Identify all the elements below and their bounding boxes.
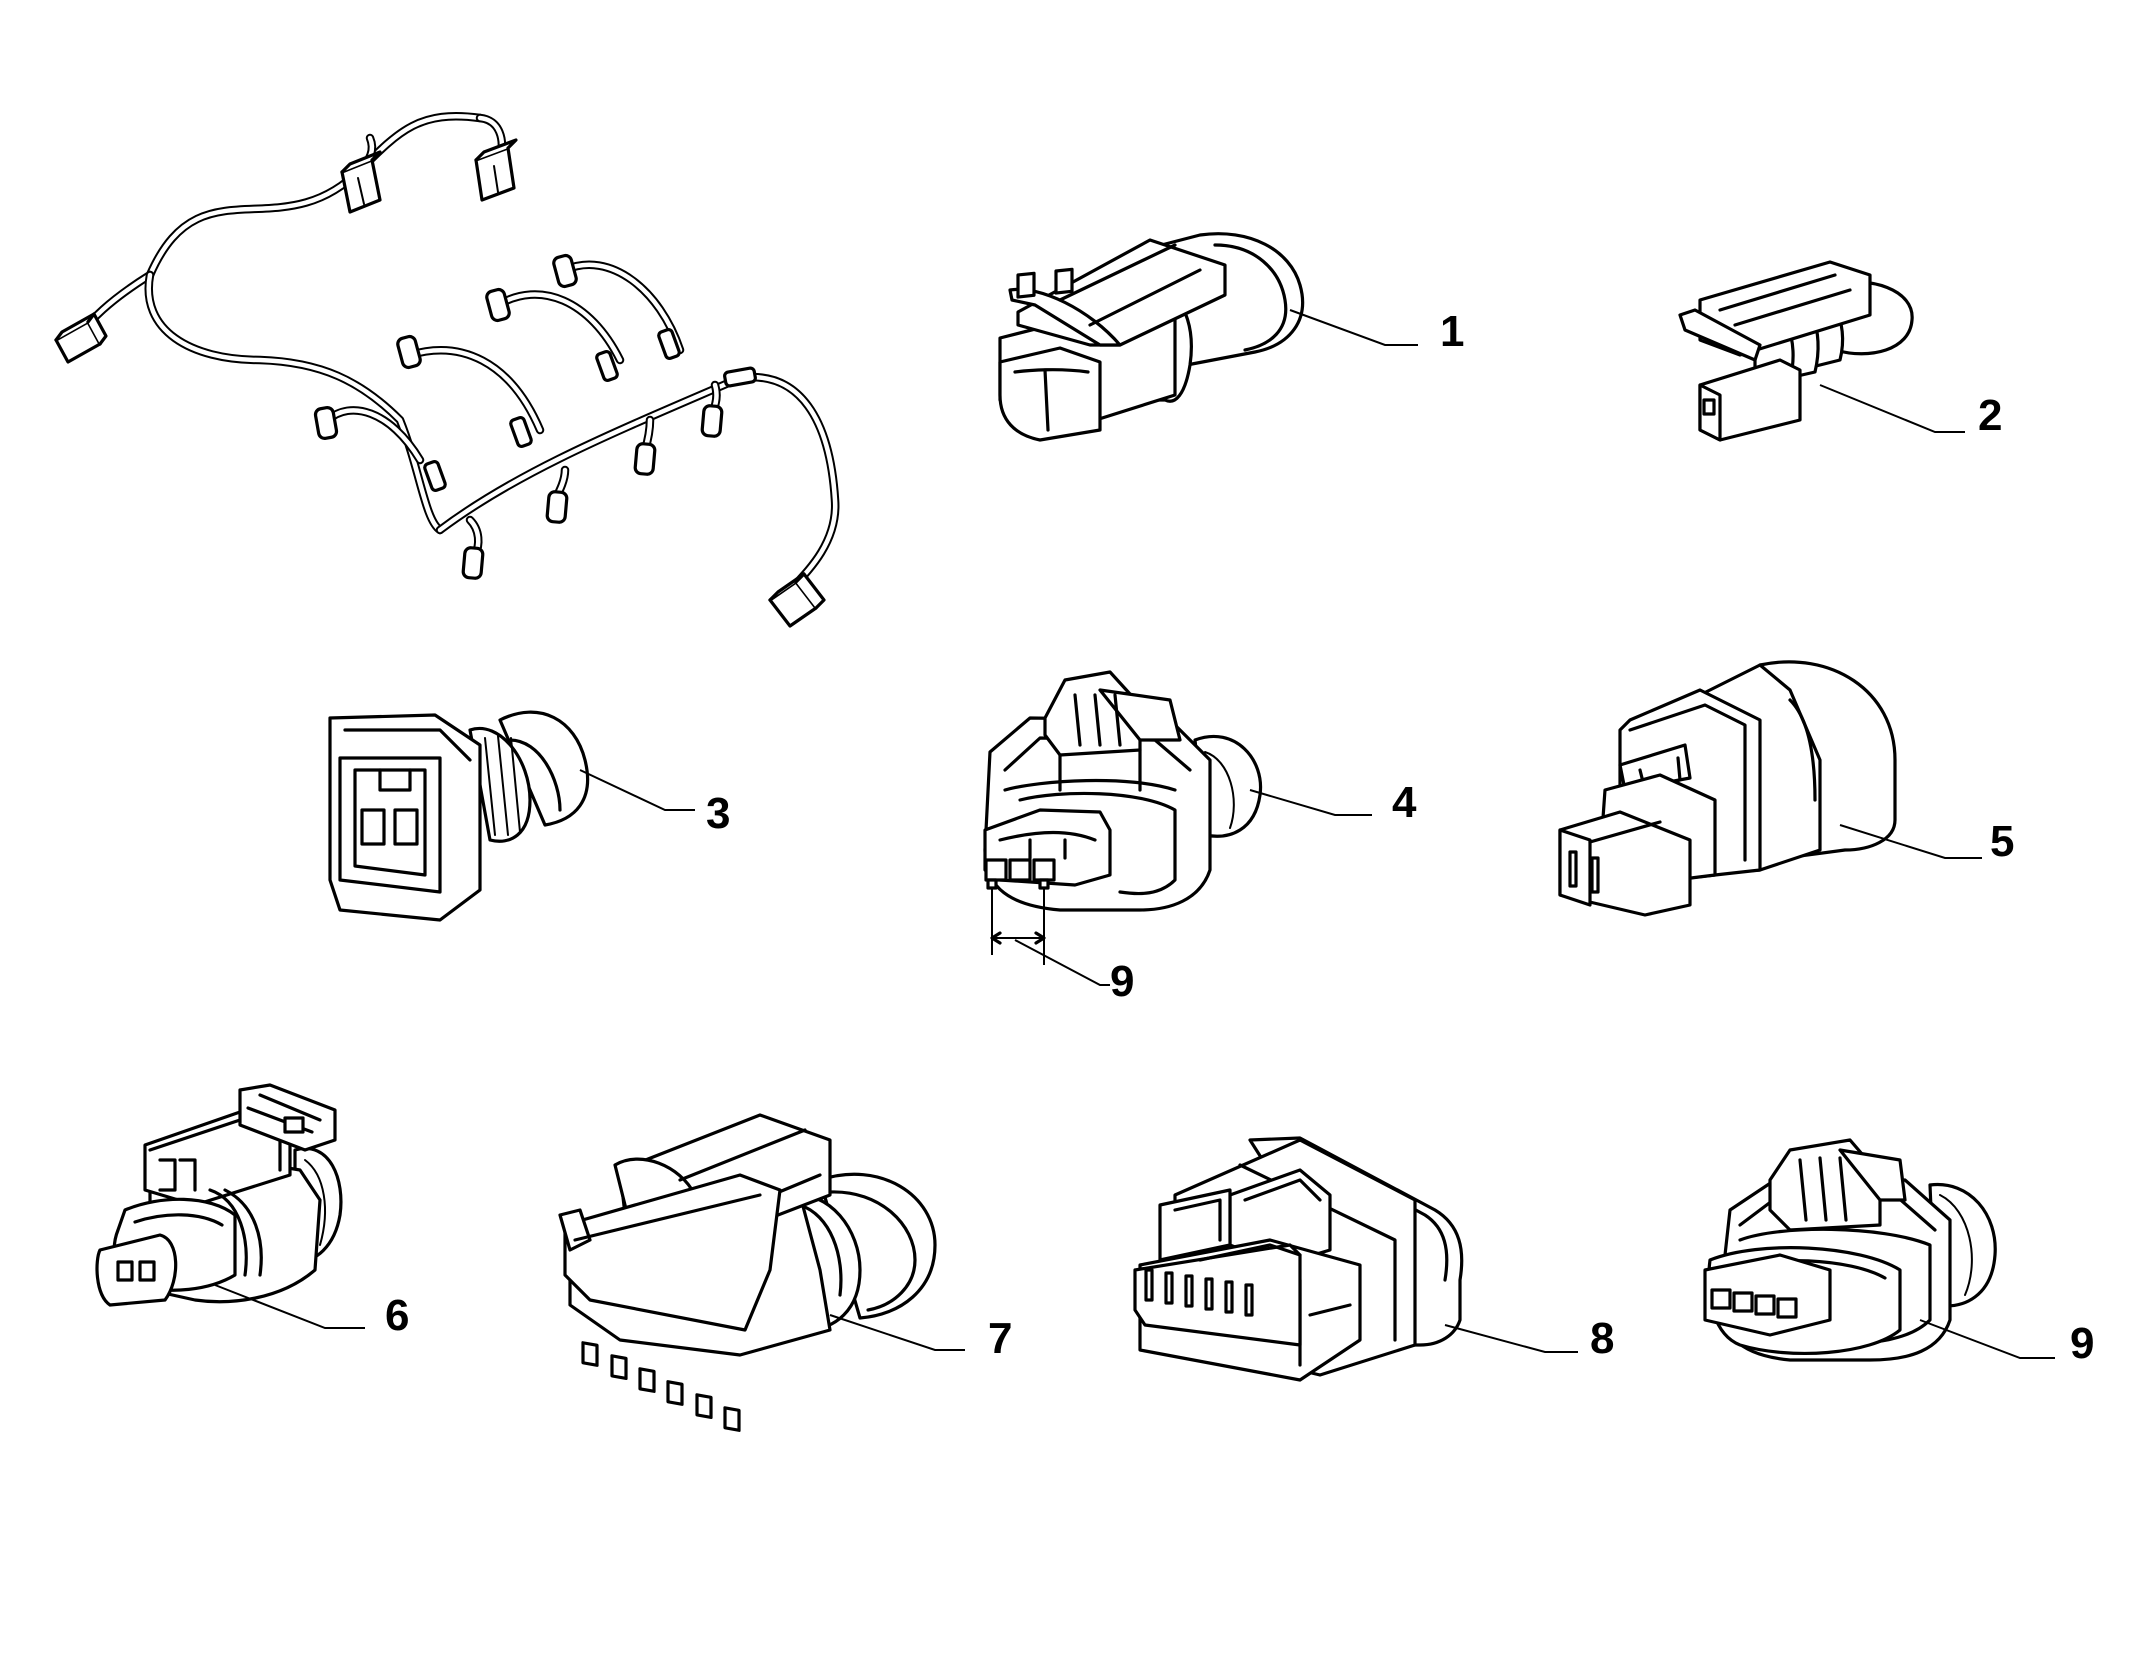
connector-8 [1133, 1136, 1464, 1382]
callout-3: 3 [706, 789, 730, 838]
connector-9 [1703, 1138, 1997, 1362]
leader-1 [1289, 309, 1418, 346]
callout-6: 6 [385, 1291, 409, 1340]
callout-8: 8 [1590, 1314, 1614, 1363]
connector-6 [95, 1083, 343, 1307]
harness-wires [70, 112, 840, 595]
dimension-arrow [990, 888, 1110, 986]
callout-9-dimension: 9 [1110, 957, 1134, 1006]
callout-1: 1 [1440, 307, 1464, 356]
connector-2 [1678, 260, 1914, 442]
connector-4 [983, 670, 1263, 912]
leader-3 [579, 769, 695, 811]
callout-5: 5 [1990, 817, 2014, 866]
leader-8 [1444, 1324, 1578, 1353]
leader-2 [1819, 384, 1965, 433]
leader-7 [829, 1314, 965, 1351]
callout-2: 2 [1978, 391, 2002, 440]
wiring-harness [54, 112, 840, 628]
harness-connectors [54, 138, 826, 628]
leader-9 [1919, 1319, 2055, 1359]
callout-9: 9 [2070, 1319, 2094, 1368]
callout-7: 7 [988, 1314, 1012, 1363]
connector-7 [558, 1113, 937, 1432]
connector-1 [998, 232, 1305, 442]
connector-5 [1558, 660, 1897, 917]
connector-3 [328, 710, 590, 922]
leader-6 [214, 1284, 365, 1329]
callout-4: 4 [1392, 778, 1417, 827]
leader-4 [1249, 789, 1372, 816]
leader-5 [1839, 824, 1982, 859]
